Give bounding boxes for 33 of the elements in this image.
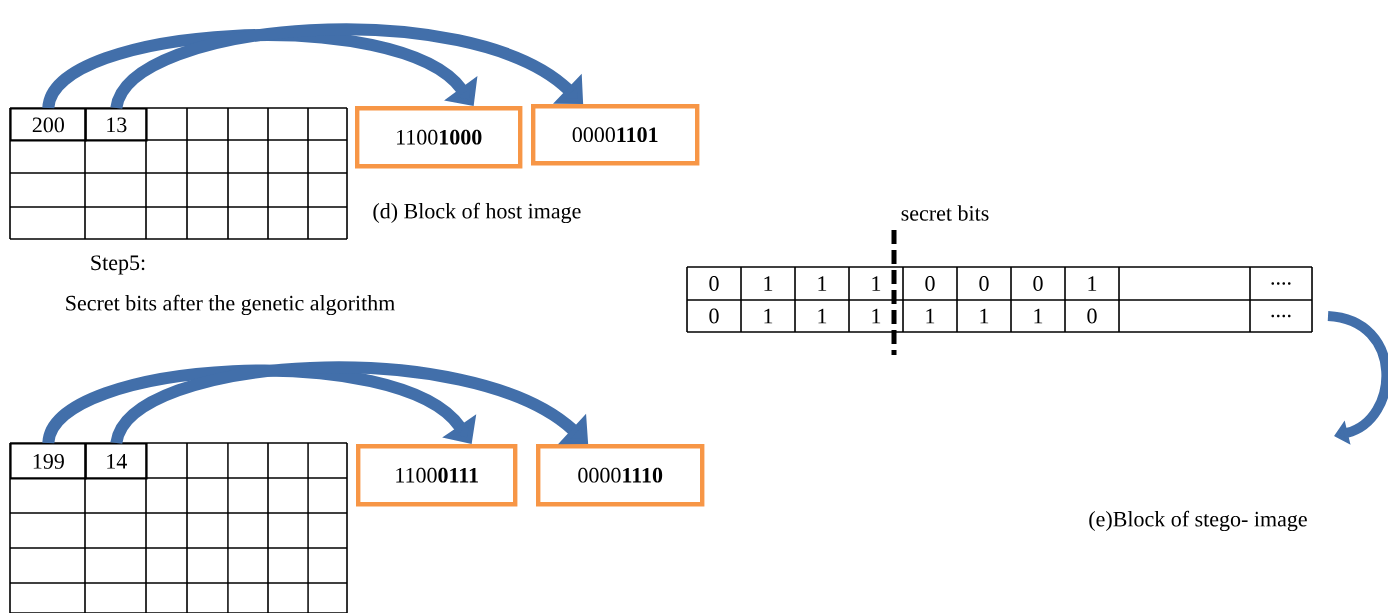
binary-box: 11001000 <box>355 106 523 169</box>
table-cell: 0 <box>979 276 989 291</box>
table-cell: 1 <box>872 308 881 324</box>
table-cell: 0 <box>1087 308 1097 324</box>
table-cell: 1 <box>764 276 773 291</box>
table-cell: .... <box>1271 282 1291 285</box>
label-text: Secret bits after the genetic algorithm <box>66 294 395 316</box>
table-cell: 1 <box>1088 276 1097 291</box>
table-cell: 0 <box>709 308 719 324</box>
table-cell: 1 <box>818 308 827 324</box>
label-text: secret bits <box>901 205 989 221</box>
table-cell: .... <box>1271 314 1291 318</box>
table-cell: 1 <box>818 276 827 291</box>
table-cell: 1 <box>764 308 773 324</box>
table-cell: 13 <box>85 108 148 142</box>
step-label: Step5: <box>91 255 145 275</box>
block-arrow <box>42 364 477 446</box>
table-cell: 0 <box>709 276 719 291</box>
table-cell: 200 <box>10 108 87 142</box>
caption: (d) Block of host image <box>373 202 581 224</box>
binary-box: 00001110 <box>536 444 705 507</box>
table-cell: 0 <box>925 276 935 291</box>
binary-box: 00001101 <box>531 104 700 166</box>
table-cell: 0 <box>1033 276 1043 291</box>
caption: (e)Block of stego- image <box>1089 510 1307 532</box>
binary-box: 11000111 <box>356 444 518 507</box>
table-cell: 1 <box>926 308 935 324</box>
table-cell: 1 <box>872 276 881 291</box>
table-cell: 1 <box>1034 308 1043 324</box>
table-cell: 14 <box>85 443 148 480</box>
table-cell: 1 <box>980 308 989 324</box>
block-arrow <box>42 29 478 111</box>
table-cell: 199 <box>10 443 87 480</box>
